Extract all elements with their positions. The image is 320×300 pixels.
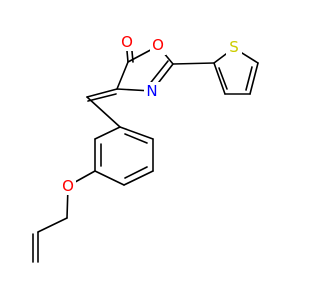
bond-benz-1 bbox=[119, 126, 154, 140]
ether-oxygen-label: O bbox=[62, 177, 74, 195]
bond-thio-inner-1 bbox=[245, 66, 253, 91]
molecule-structure: O O N S O bbox=[32, 33, 259, 263]
bond-c2-n3-b bbox=[147, 60, 169, 87]
bond-benz-inner-1 bbox=[124, 133, 148, 144]
bond-c2-thiophene bbox=[172, 62, 215, 65]
bond-c4-cexo-a bbox=[86, 88, 118, 98]
bond-c4-cexo-b bbox=[87, 93, 117, 102]
bond-benz-inner-2 bbox=[124, 166, 148, 179]
atom-labels: O O N S O bbox=[60, 33, 242, 195]
carbonyl-oxygen-label: O bbox=[121, 33, 133, 51]
bond-ch2-ch bbox=[37, 217, 68, 233]
bond-benz-4 bbox=[94, 170, 125, 186]
bond-benz-3 bbox=[123, 170, 154, 186]
bond-thio-c5-c4 bbox=[249, 62, 259, 95]
ring-oxygen-label: O bbox=[152, 36, 164, 54]
bond-cexo-benzene bbox=[86, 96, 121, 128]
bond-benz-6 bbox=[94, 126, 121, 140]
ring-nitrogen-label: N bbox=[146, 82, 157, 100]
bonds bbox=[32, 39, 259, 263]
bond-thio-inner-2 bbox=[218, 67, 228, 90]
thiophene-sulfur-label: S bbox=[229, 38, 239, 56]
bond-c5-c4 bbox=[116, 61, 129, 90]
bond-thio-c3-c2 bbox=[213, 62, 226, 95]
